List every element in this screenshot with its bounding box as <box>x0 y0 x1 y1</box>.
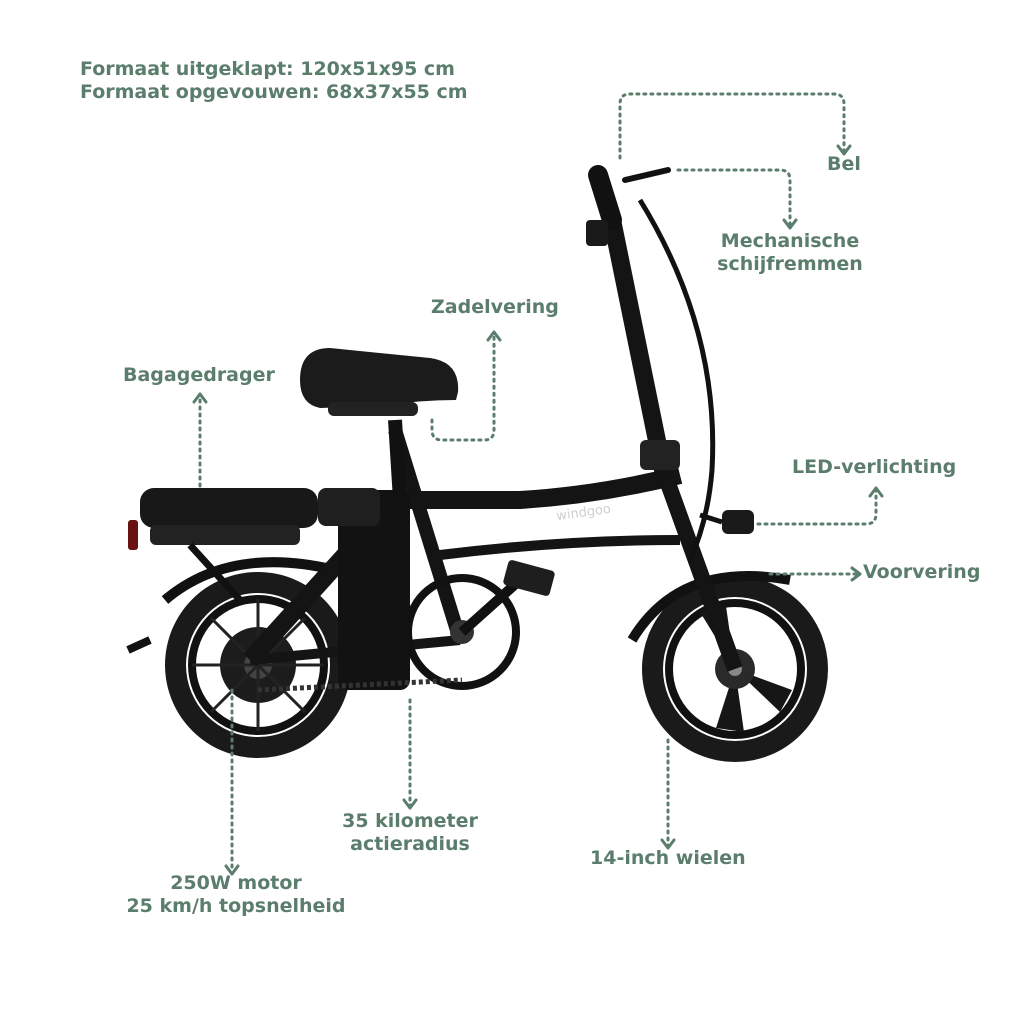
pedal <box>503 560 555 596</box>
callout-range-line2: actieradius <box>350 833 470 855</box>
dimensions-block: Formaat uitgeklapt: 120x51x95 cm Formaat… <box>80 58 468 104</box>
handlebar-grip <box>588 165 622 230</box>
saddle <box>300 348 459 408</box>
callout-motor-line2: 25 km/h topsnelheid <box>126 895 346 917</box>
callout-motor-line1: 250W motor <box>170 872 302 894</box>
callout-brakes: Mechanische schijfremmen <box>714 230 866 276</box>
arrowhead-led <box>868 486 884 498</box>
arrowhead-saddle <box>486 330 502 342</box>
battery <box>338 490 410 690</box>
leader-lines <box>192 92 884 876</box>
callout-led-lighting: LED-verlichting <box>792 456 957 478</box>
callout-range: 35 kilometer actieradius <box>332 810 488 856</box>
rear-fender <box>161 557 337 604</box>
callout-brakes-line1: Mechanische <box>720 230 860 252</box>
bike-drawing: windgoo <box>126 165 828 762</box>
rear-light <box>128 520 138 550</box>
dimension-folded: Formaat opgevouwen: 68x37x55 cm <box>80 81 468 103</box>
leader-saddle <box>430 332 496 442</box>
front-fender <box>627 571 791 643</box>
arrowhead-wheels <box>660 838 676 850</box>
chainring <box>404 574 520 690</box>
callout-bell: Bel <box>827 153 861 175</box>
arrowhead-rack <box>192 392 208 404</box>
arrowhead-brakes <box>782 218 798 230</box>
rear-wheel <box>165 572 351 758</box>
front-fork <box>657 472 743 672</box>
luggage-rack-seat <box>140 488 318 528</box>
callout-brakes-line2: schijfremmen <box>717 253 863 275</box>
arrowhead-motor <box>224 864 240 876</box>
callout-motor: 250W motor 25 km/h topsnelheid <box>110 872 362 918</box>
brake-lever <box>622 167 671 183</box>
callout-luggage-rack: Bagagedrager <box>123 364 275 386</box>
leader-brakes <box>676 168 792 228</box>
led-headlight <box>722 510 754 534</box>
callout-saddle-suspension: Zadelvering <box>431 296 559 318</box>
arrowhead-range <box>402 798 418 810</box>
dimension-unfolded: Formaat uitgeklapt: 120x51x95 cm <box>80 58 455 80</box>
callout-front-suspension: Voorvering <box>863 561 981 583</box>
callout-wheels: 14-inch wielen <box>590 847 746 869</box>
arrowhead-front-suspension <box>850 566 862 582</box>
leader-bell <box>618 92 846 160</box>
callout-range-line1: 35 kilometer <box>342 810 478 832</box>
stem <box>603 218 674 482</box>
leader-led <box>756 488 878 526</box>
arrowhead-bell <box>836 144 852 156</box>
